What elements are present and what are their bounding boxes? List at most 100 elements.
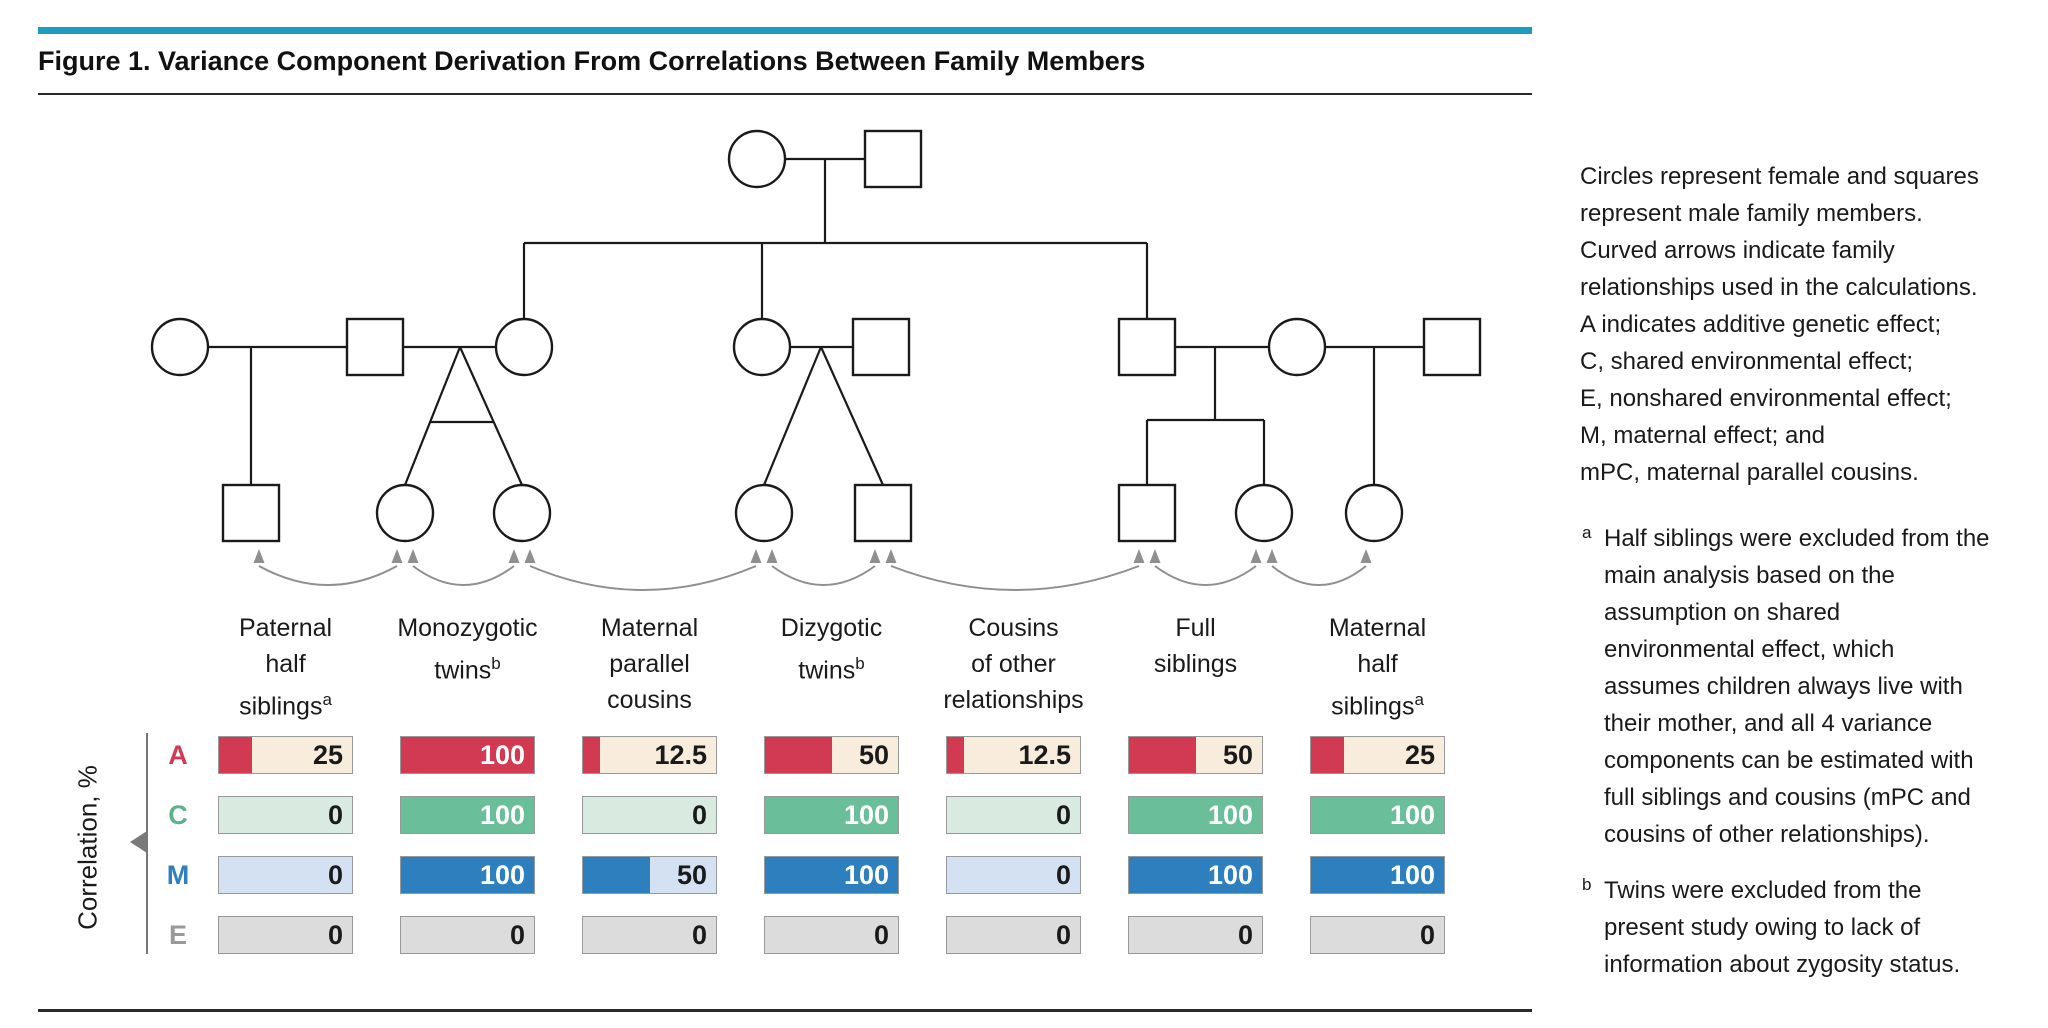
- bar-value: 100: [1389, 800, 1435, 830]
- arrowhead-up-icon: [1360, 549, 1372, 563]
- arrowhead-up-icon: [885, 549, 897, 563]
- axis-pointer-left-icon: [130, 831, 147, 853]
- bar-value: 100: [479, 860, 525, 890]
- accent-bar: [38, 27, 1532, 34]
- relationship-arrow: [1154, 565, 1257, 586]
- row-label-C: C: [168, 800, 188, 830]
- figure-title: Figure 1. Variance Component Derivation …: [38, 46, 1146, 76]
- bar-value: 100: [1207, 800, 1253, 830]
- correlation-bar-C: 100: [1128, 796, 1263, 834]
- pedigree-line: [458, 346, 524, 486]
- bar-value: 0: [327, 920, 343, 950]
- correlation-bar-A: 50: [764, 736, 899, 774]
- relationship-arrow: [890, 565, 1140, 591]
- bar-value: 0: [1055, 800, 1071, 830]
- bar-value: 50: [676, 860, 707, 890]
- bottom-rule: [38, 1009, 1532, 1012]
- bar-value: 100: [1207, 860, 1253, 890]
- arrowhead-up-icon: [253, 549, 265, 563]
- figure-caption: Circles represent female and squares rep…: [1580, 163, 1979, 486]
- correlation-bar-C: 100: [400, 796, 535, 834]
- female-member-circle: [1344, 483, 1404, 543]
- bar-value: 0: [1237, 920, 1253, 950]
- bar-fill: [1129, 737, 1196, 773]
- female-member-circle: [1234, 483, 1294, 543]
- bar-value: 100: [843, 800, 889, 830]
- arrowhead-up-icon: [524, 549, 536, 563]
- correlation-bar-E: 0: [400, 916, 535, 954]
- bar-fill: [1311, 797, 1444, 833]
- bar-fill: [947, 737, 964, 773]
- female-member-circle: [1267, 317, 1327, 377]
- correlation-bar-M: 0: [218, 856, 353, 894]
- correlation-bar-A: 100: [400, 736, 535, 774]
- pedigree-line: [762, 346, 823, 486]
- male-member-square: [345, 317, 405, 377]
- bar-value: 100: [479, 800, 525, 830]
- correlation-bar-A: 50: [1128, 736, 1263, 774]
- bar-value: 0: [691, 920, 707, 950]
- female-member-circle: [492, 483, 552, 543]
- row-label-A: A: [168, 740, 188, 770]
- bar-value: 25: [312, 740, 343, 770]
- title-rule: [38, 93, 1532, 95]
- correlation-bar-C: 0: [218, 796, 353, 834]
- bar-value: 12.5: [654, 740, 707, 770]
- correlation-bar-M: 0: [946, 856, 1081, 894]
- bar-fill: [1129, 857, 1262, 893]
- bar-fill: [583, 737, 600, 773]
- correlation-bar-E: 0: [1310, 916, 1445, 954]
- correlation-bar-A: 12.5: [946, 736, 1081, 774]
- female-member-circle: [150, 317, 210, 377]
- pedigree-line: [819, 346, 885, 486]
- arrowhead-up-icon: [407, 549, 419, 563]
- arrowhead-up-icon: [391, 549, 403, 563]
- footnote-ref-b: b: [855, 654, 865, 673]
- correlation-bar-A: 25: [218, 736, 353, 774]
- bar-value: 0: [509, 920, 525, 950]
- male-member-square: [851, 317, 911, 377]
- correlation-bar-C: 0: [946, 796, 1081, 834]
- correlation-bar-A: 12.5: [582, 736, 717, 774]
- bar-value: 0: [1055, 920, 1071, 950]
- bar-fill: [401, 737, 534, 773]
- female-member-circle: [734, 483, 794, 543]
- bar-fill: [401, 857, 534, 893]
- female-member-circle: [727, 129, 787, 189]
- footnote-ref-a: a: [322, 690, 332, 709]
- row-label-M: M: [166, 860, 190, 890]
- correlation-bar-E: 0: [1128, 916, 1263, 954]
- correlation-bar-E: 0: [764, 916, 899, 954]
- arrowhead-up-icon: [750, 549, 762, 563]
- bar-value: 0: [1419, 920, 1435, 950]
- correlation-bar-E: 0: [218, 916, 353, 954]
- bar-fill: [583, 857, 650, 893]
- correlation-bar-E: 0: [946, 916, 1081, 954]
- footnote-marker: a: [1582, 523, 1592, 542]
- arrowhead-up-icon: [766, 549, 778, 563]
- bar-value: 0: [327, 860, 343, 890]
- bar-value: 100: [843, 860, 889, 890]
- bar-value: 100: [1389, 860, 1435, 890]
- relationship-arrow: [771, 565, 876, 586]
- arrowhead-up-icon: [508, 549, 520, 563]
- male-member-square: [853, 483, 913, 543]
- bar-fill: [765, 857, 898, 893]
- footnote-marker: b: [1582, 875, 1592, 894]
- bar-fill: [1311, 737, 1345, 773]
- arrowhead-up-icon: [1133, 549, 1145, 563]
- arrowhead-up-icon: [1149, 549, 1161, 563]
- arrowhead-up-icon: [1250, 549, 1262, 563]
- male-member-square: [1117, 483, 1177, 543]
- bar-fill: [1129, 797, 1262, 833]
- female-member-circle: [494, 317, 554, 377]
- bar-fill: [401, 797, 534, 833]
- bar-value: 100: [479, 740, 525, 770]
